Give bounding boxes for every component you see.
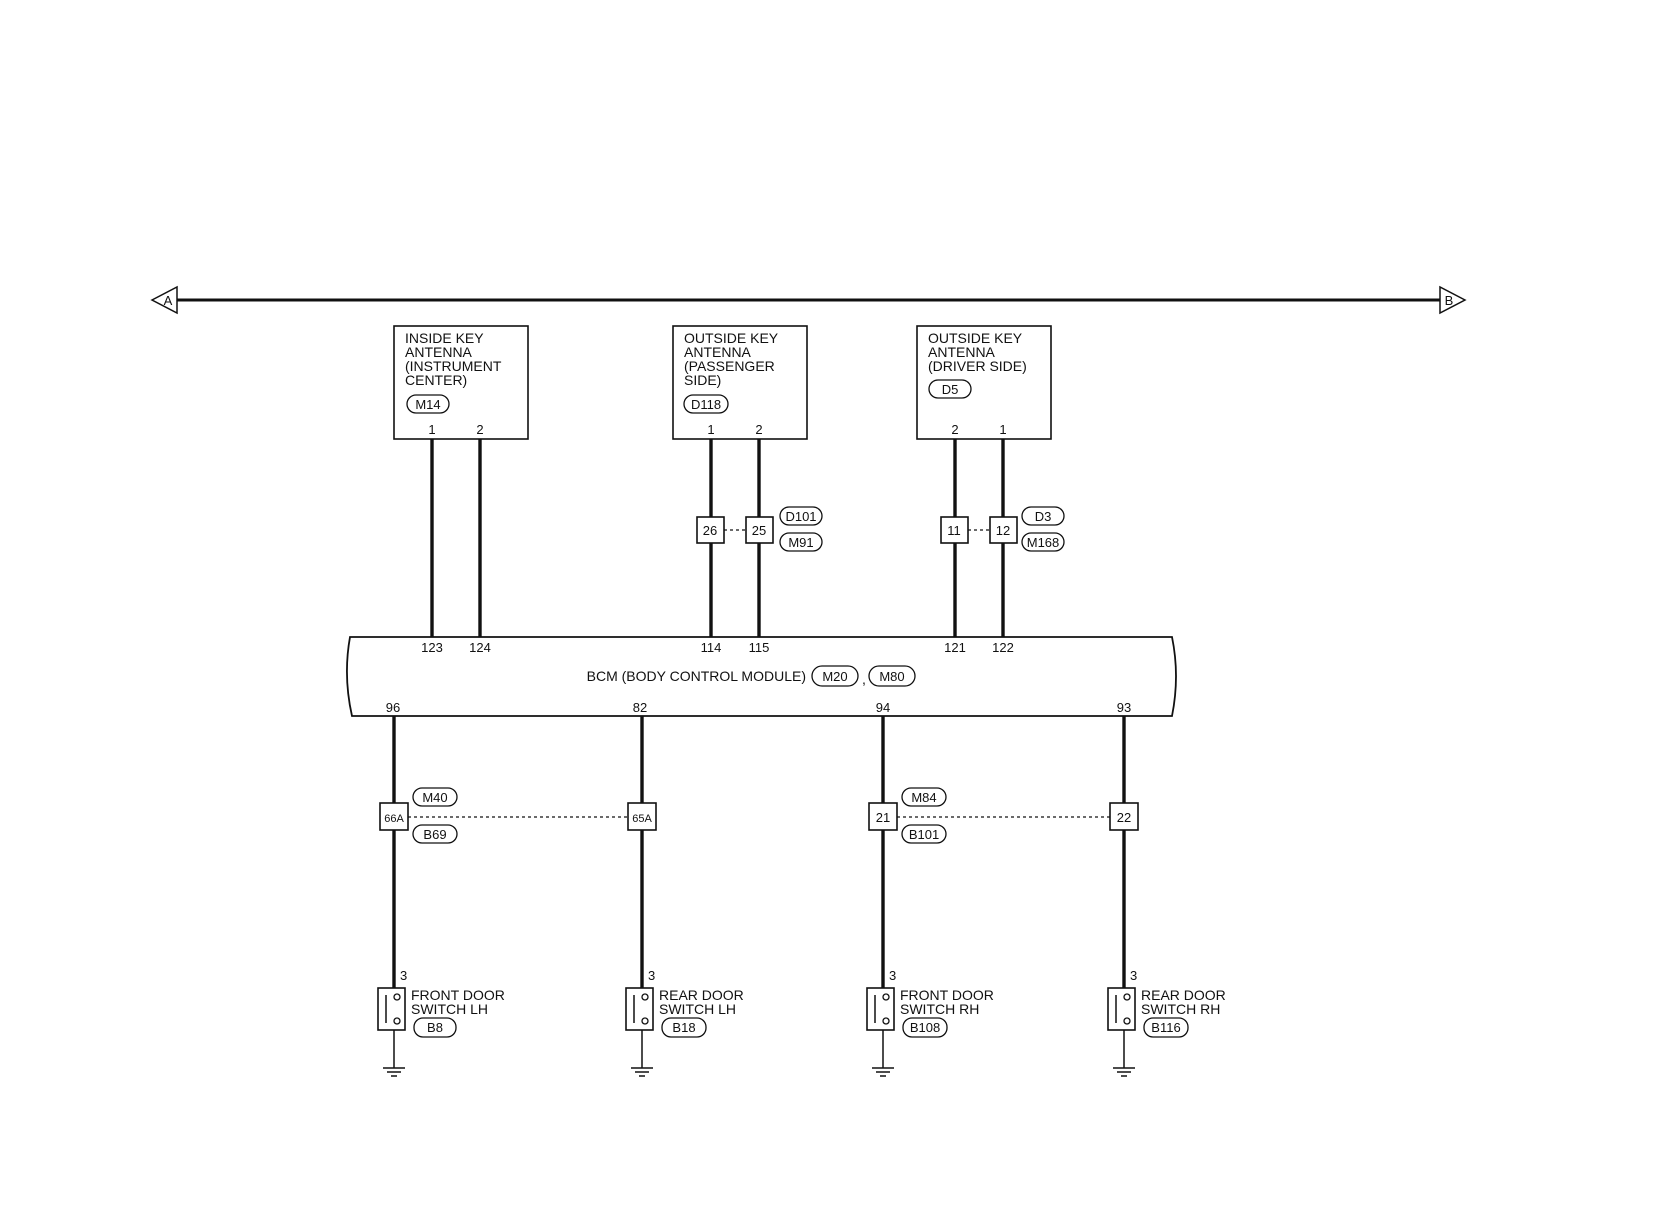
switch-label-line: SWITCH RH	[900, 1001, 979, 1017]
connector-id: B8	[427, 1020, 443, 1035]
switch-pin: 3	[648, 968, 655, 983]
switch-pin: 3	[400, 968, 407, 983]
antenna-label-line: INSIDE KEY	[405, 330, 484, 346]
connector-id: M91	[788, 535, 813, 550]
bcm-pin: 121	[944, 640, 966, 655]
switch-label-line: REAR DOOR	[659, 987, 744, 1003]
connector-id: M40	[422, 790, 447, 805]
pin-number: 1	[707, 422, 714, 437]
connector-id: B108	[910, 1020, 940, 1035]
connector-id: M80	[879, 669, 904, 684]
antenna-label-line: CENTER)	[405, 372, 467, 388]
inline-connector-m40-b69[interactable]: 66A 65A M40 B69	[379, 787, 657, 844]
connector-id: B116	[1151, 1020, 1180, 1035]
antenna-label-line: ANTENNA	[405, 344, 473, 360]
ground-icon	[1113, 1067, 1135, 1077]
terminal-number: 12	[996, 523, 1010, 538]
bcm-module[interactable]: 123 124 114 115 121 122 BCM (BODY CONTRO…	[346, 636, 1177, 717]
bcm-pin: 123	[421, 640, 443, 655]
terminal-number: 22	[1117, 810, 1131, 825]
connector-tag[interactable]: M14	[406, 394, 450, 414]
switch-pin: 3	[1130, 968, 1137, 983]
bcm-pin: 93	[1117, 700, 1131, 715]
terminal-number: 26	[703, 523, 717, 538]
antenna-label-line: (INSTRUMENT	[405, 358, 502, 374]
connector-id: M168	[1027, 535, 1060, 550]
pin-number: 2	[755, 422, 762, 437]
bcm-pin: 96	[386, 700, 400, 715]
connector-id: M84	[911, 790, 936, 805]
connector-id: D3	[1035, 509, 1052, 524]
front-door-switch-lh[interactable]: 3 FRONT DOOR SWITCH LH B8	[377, 968, 505, 1077]
front-door-switch-rh[interactable]: 3 FRONT DOOR SWITCH RH B108	[866, 968, 994, 1077]
connector-id: B18	[672, 1020, 695, 1035]
pin-number: 1	[999, 422, 1006, 437]
connector-id: B69	[423, 827, 446, 842]
pin-number: 2	[951, 422, 958, 437]
top-wires	[430, 439, 1005, 637]
inline-connector-m84-b101[interactable]: 21 22 M84 B101	[868, 787, 1139, 844]
outside-key-antenna-passenger[interactable]: OUTSIDE KEY ANTENNA (PASSENGER SIDE) D11…	[672, 325, 808, 440]
antenna-label-line: OUTSIDE KEY	[928, 330, 1023, 346]
terminal-number: 25	[752, 523, 766, 538]
terminal-number: 11	[947, 523, 961, 538]
bcm-pin: 115	[749, 640, 770, 655]
ground-icon	[872, 1067, 894, 1077]
inside-key-antenna[interactable]: INSIDE KEY ANTENNA (INSTRUMENT CENTER) M…	[393, 325, 529, 440]
bus-line: A B	[150, 285, 1467, 315]
connector-tag[interactable]: D118	[683, 394, 729, 414]
bcm-label: BCM (BODY CONTROL MODULE)	[587, 668, 806, 684]
rear-door-switch-rh[interactable]: 3 REAR DOOR SWITCH RH B116	[1107, 968, 1226, 1077]
antenna-label-line: OUTSIDE KEY	[684, 330, 779, 346]
bcm-pin: 94	[876, 700, 890, 715]
connector-id: D101	[785, 509, 816, 524]
connector-id: M14	[415, 397, 440, 412]
switch-label-line: SWITCH RH	[1141, 1001, 1220, 1017]
bcm-pin: 82	[633, 700, 647, 715]
bus-arrow-right[interactable]: B	[1439, 285, 1467, 315]
switch-label-line: SWITCH LH	[659, 1001, 736, 1017]
terminal-number: 66A	[384, 813, 404, 825]
terminal-number: 65A	[632, 813, 652, 825]
antenna-label-line: SIDE)	[684, 372, 721, 388]
terminal-number: 21	[876, 810, 890, 825]
connector-tag[interactable]: D5	[928, 379, 972, 399]
bus-arrow-left[interactable]: A	[150, 285, 178, 315]
pin-number: 1	[428, 422, 435, 437]
bus-arrow-left-label: A	[164, 293, 173, 308]
bcm-pin: 114	[701, 640, 722, 655]
ground-icon	[383, 1067, 405, 1077]
rear-door-switch-lh[interactable]: 3 REAR DOOR SWITCH LH B18	[625, 968, 744, 1077]
bus-arrow-right-label: B	[1445, 293, 1454, 308]
inline-connector-d101-m91[interactable]: 26 25 D101 M91	[696, 506, 823, 552]
switch-label-line: SWITCH LH	[411, 1001, 488, 1017]
connector-id: M20	[822, 669, 847, 684]
bcm-pin: 122	[992, 640, 1014, 655]
connector-id: D118	[691, 397, 721, 412]
switch-pin: 3	[889, 968, 896, 983]
bcm-separator: ,	[862, 671, 866, 687]
antenna-label-line: (DRIVER SIDE)	[928, 358, 1027, 374]
connector-id: D5	[942, 382, 959, 397]
switch-label-line: FRONT DOOR	[900, 987, 994, 1003]
connector-id: B101	[909, 827, 939, 842]
switch-label-line: REAR DOOR	[1141, 987, 1226, 1003]
inline-connector-d3-m168[interactable]: 11 12 D3 M168	[940, 506, 1065, 552]
bottom-wires	[392, 716, 1126, 988]
pin-number: 2	[476, 422, 483, 437]
antenna-label-line: (PASSENGER	[684, 358, 775, 374]
bcm-pin: 124	[469, 640, 491, 655]
antenna-label-line: ANTENNA	[684, 344, 752, 360]
switch-label-line: FRONT DOOR	[411, 987, 505, 1003]
ground-icon	[631, 1067, 653, 1077]
outside-key-antenna-driver[interactable]: OUTSIDE KEY ANTENNA (DRIVER SIDE) D5 2 1	[916, 325, 1052, 440]
antenna-label-line: ANTENNA	[928, 344, 996, 360]
